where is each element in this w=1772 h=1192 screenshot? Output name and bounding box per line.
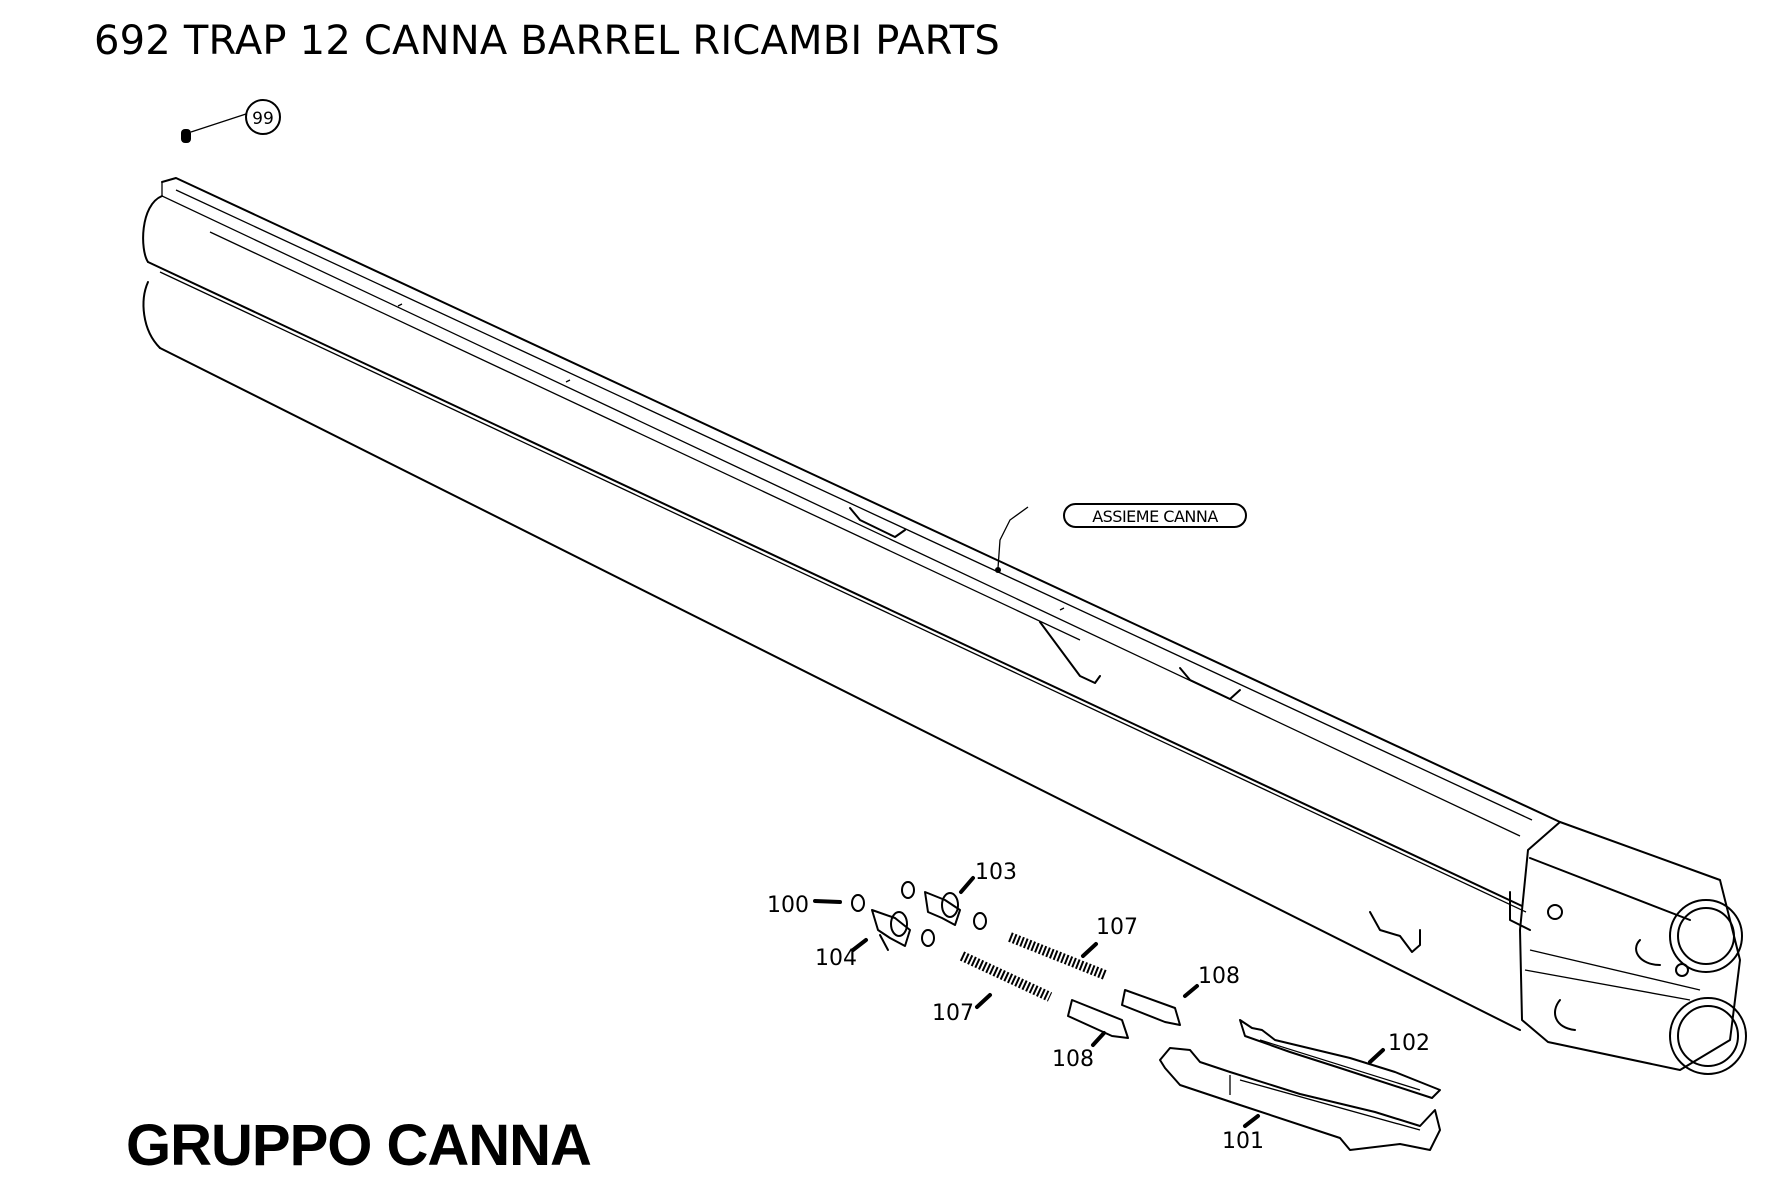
part-101-guide[interactable]: 101 xyxy=(1159,1047,1441,1154)
callout-103: 103 xyxy=(975,860,1017,885)
callout-99: 99 xyxy=(252,109,274,129)
callout-102: 102 xyxy=(1388,1031,1430,1056)
part-102-guide[interactable]: 102 xyxy=(1239,1019,1441,1099)
assembly-callout[interactable]: ASSIEME CANNA xyxy=(995,503,1247,573)
part-107-spring-upper[interactable]: 107 xyxy=(1008,915,1138,980)
group-title: GRUPPO CANNA xyxy=(126,1113,592,1178)
callout-108b: 108 xyxy=(1052,1047,1094,1072)
part-103-ejector[interactable]: 103 xyxy=(901,860,1017,930)
callout-107a: 107 xyxy=(1096,915,1138,940)
part-99-bead[interactable]: 99 xyxy=(181,99,281,143)
part-104-ejector[interactable]: 104 xyxy=(815,909,935,971)
part-100-washer[interactable]: 100 xyxy=(767,893,865,918)
callout-107b: 107 xyxy=(932,1001,974,1026)
barrel-assembly[interactable] xyxy=(142,177,1747,1075)
callout-100: 100 xyxy=(767,893,809,918)
callout-104: 104 xyxy=(815,946,857,971)
callout-108a: 108 xyxy=(1198,964,1240,989)
part-108-pin-lower[interactable]: 108 xyxy=(1052,999,1129,1072)
callout-101: 101 xyxy=(1222,1129,1264,1154)
part-108-pin-upper[interactable]: 108 xyxy=(1121,964,1240,1026)
assembly-label: ASSIEME CANNA xyxy=(1092,507,1218,526)
part-107-spring-lower[interactable]: 107 xyxy=(932,951,1053,1026)
page-title: 692 TRAP 12 CANNA BARREL RICAMBI PARTS xyxy=(94,18,1000,64)
